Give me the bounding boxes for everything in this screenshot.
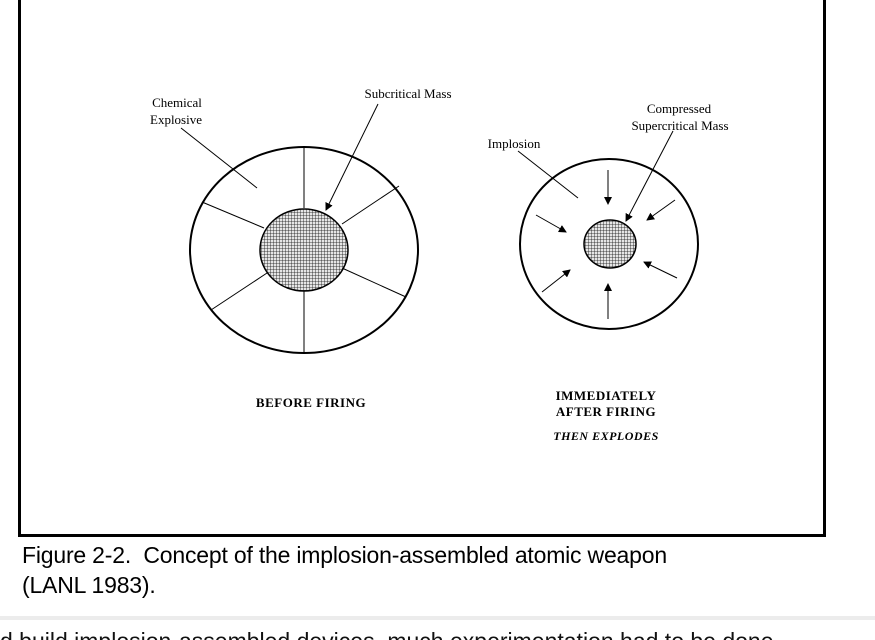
after-firing-caption-line2: AFTER FIRING <box>556 404 656 419</box>
body-text-fragment-line: d build implosion-assembled devices, muc… <box>0 628 774 640</box>
figure-frame: Chemical Explosive Subcritical Mass BEFO… <box>18 0 826 537</box>
compressed-supercritical-core <box>583 219 637 269</box>
segment-line <box>341 267 407 298</box>
implosion-arrow <box>643 261 678 279</box>
implosion-leader <box>517 150 579 199</box>
label-chemical-explosive-line2: Explosive <box>150 112 202 127</box>
before-firing-caption: BEFORE FIRING <box>256 395 366 410</box>
implosion-arrow <box>646 199 676 221</box>
label-implosion: Implosion <box>488 136 541 151</box>
label-compressed-line1: Compressed <box>647 101 712 116</box>
segment-line <box>341 185 400 225</box>
label-compressed-line2: Supercritical Mass <box>631 118 728 133</box>
after-firing-diagram: Implosion Compressed Supercritical Mass … <box>488 101 729 443</box>
before-firing-diagram: Chemical Explosive Subcritical Mass BEFO… <box>150 86 452 410</box>
after-firing-caption-line3: THEN EXPLODES <box>553 429 659 443</box>
figure-caption: Figure 2-2. Concept of the implosion-ass… <box>22 540 862 600</box>
implosion-arrow <box>535 214 567 233</box>
label-subcritical-mass: Subcritical Mass <box>364 86 451 101</box>
segment-line <box>210 272 268 311</box>
implosion-arrow <box>541 269 571 293</box>
segment-line <box>201 201 265 229</box>
chemical-explosive-leader <box>180 127 258 189</box>
page-divider <box>0 616 875 620</box>
subcritical-mass-core <box>259 208 349 292</box>
label-chemical-explosive-line1: Chemical <box>152 95 202 110</box>
implosion-diagram: Chemical Explosive Subcritical Mass BEFO… <box>150 86 729 443</box>
body-text-fragment: d build implosion-assembled devices, muc… <box>0 620 875 640</box>
subcritical-mass-arrow <box>325 103 379 211</box>
figure-caption-line1: Figure 2-2. Concept of the implosion-ass… <box>22 542 667 568</box>
compressed-mass-arrow <box>625 130 674 222</box>
after-firing-caption-line1: IMMEDIATELY <box>556 388 657 403</box>
figure-caption-line2: (LANL 1983). <box>22 572 156 598</box>
